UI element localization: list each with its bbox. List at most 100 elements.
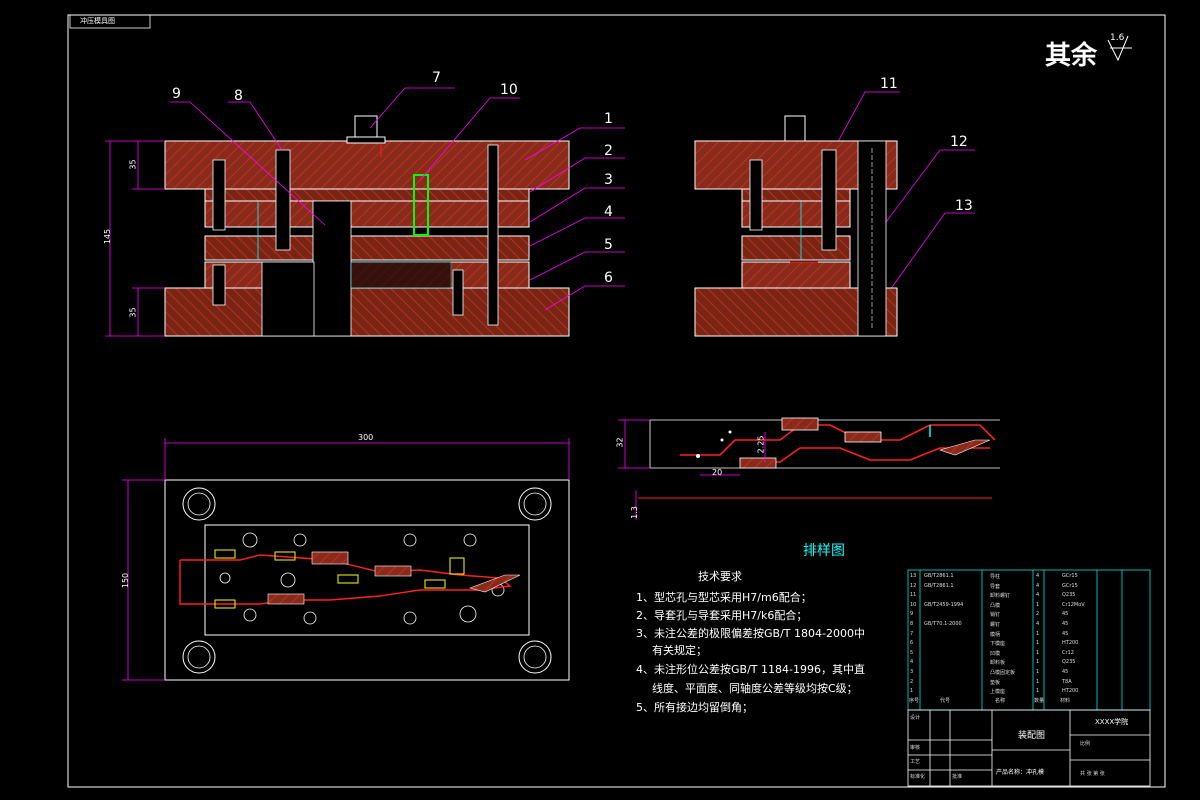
punch-holder (204, 200, 530, 228)
tech-requirement-5: 5、所有接边均留倒角； (636, 701, 753, 714)
stripper-plate (204, 235, 530, 261)
parts-row-name: 凹模 (990, 650, 1001, 657)
part-number-8: 8 (234, 88, 243, 104)
parts-row-mat: 45 (1062, 630, 1069, 637)
surface-roughness-label: 其余 (1045, 41, 1098, 71)
parts-row-qty: 1 (1036, 640, 1040, 647)
strip-layout-title: 排样图 (803, 543, 845, 559)
parts-header-code: 代号 (940, 698, 951, 704)
strip-dimensions (618, 419, 766, 520)
parts-row-code: GB/T2459-1994 (924, 601, 964, 608)
parts-row-no: 10 (910, 601, 917, 608)
parts-row-qty: 4 (1036, 573, 1040, 579)
side-section-view (694, 115, 898, 337)
sign-design: 设计 (910, 715, 921, 721)
leaders (170, 87, 975, 311)
part-number-12: 12 (950, 134, 968, 150)
plan-view (164, 479, 570, 681)
part-number-2: 2 (604, 143, 613, 159)
tech-requirement-3-cont: 有关规定； (652, 644, 707, 657)
part-number-10: 10 (500, 82, 518, 98)
parts-row-no: 2 (910, 678, 914, 685)
parts-row-mat: 45 (1062, 621, 1069, 627)
dim-total-height: 145 (103, 228, 113, 245)
dim-top-thickness: 35 (128, 159, 138, 170)
parts-row-no: 5 (910, 649, 914, 656)
stamp-box (69, 14, 151, 29)
parts-row-qty: 4 (1036, 592, 1040, 599)
parts-header-mat: 材料 (1060, 698, 1071, 704)
front-dimensions (105, 140, 165, 337)
parts-row-no: 11 (910, 592, 917, 599)
parts-header-no: 序号 (909, 698, 920, 704)
parts-row-qty: 4 (1036, 621, 1040, 627)
parts-row-mat: GCr15 (1062, 573, 1078, 579)
part-number-1: 1 (604, 111, 613, 127)
dim-plan-height: 150 (121, 572, 131, 589)
parts-row-name: 卸料板 (990, 660, 1006, 667)
drawing-name: 装配图 (1018, 731, 1046, 741)
sign-process: 工艺 (910, 759, 921, 765)
tech-requirement-3: 3、未注公差的极限偏差按GB/T 1804-2000中 (636, 627, 865, 640)
parts-row-qty: 1 (1036, 601, 1040, 608)
parts-row-no: 6 (910, 640, 914, 647)
parts-row-name: 下模座 (990, 641, 1006, 648)
dim-feed-gap: 2.25 (756, 435, 766, 454)
dim-strip-width: 32 (615, 437, 625, 448)
parts-row-name: 销钉 (990, 612, 1001, 619)
company-name: XXXX学院 (1095, 718, 1129, 726)
parts-row-mat: Cr12MoV (1062, 601, 1085, 608)
parts-row-mat: HT200 (1062, 688, 1079, 695)
parts-row-no: 12 (910, 582, 917, 589)
parts-row-no: 13 (910, 573, 917, 579)
part-number-13: 13 (955, 198, 973, 214)
parts-row-qty: 1 (1036, 630, 1040, 637)
parts-row-qty: 4 (1036, 582, 1040, 589)
parts-row-mat: Cr12 (1062, 649, 1074, 656)
parts-row-mat: Q235 (1062, 659, 1076, 666)
parts-row-name: 凸模 (990, 602, 1001, 609)
dim-bottom-thickness: 35 (128, 307, 138, 318)
parts-row-name: 上模座 (990, 689, 1006, 696)
parts-row-mat: T8A (1062, 678, 1072, 685)
front-section-view (164, 115, 570, 337)
tech-requirement-1: 1、型芯孔与型芯采用H7/m6配合； (636, 591, 812, 604)
tech-requirement-2: 2、导套孔与导套采用H7/k6配合； (636, 609, 808, 622)
parts-header-name: 名称 (995, 698, 1006, 704)
parts-row-code: GB/T70.1-2000 (924, 621, 962, 627)
backing-plate (204, 188, 530, 202)
part-number-6: 6 (604, 270, 613, 286)
parts-row-mat: 45 (1062, 611, 1069, 618)
part-number-11: 11 (880, 76, 898, 92)
parts-row-name: 凸模固定板 (990, 670, 1016, 676)
tech-requirements-title: 技术要求 (698, 570, 742, 583)
parts-row-code: GB/T2861.1 (924, 573, 954, 579)
parts-row-mat: 45 (1062, 669, 1069, 675)
parts-row-qty: 2 (1036, 611, 1040, 618)
parts-row-name: 卸料螺钉 (990, 593, 1011, 600)
parts-row-no: 1 (910, 688, 914, 695)
parts-row-qty: 1 (1036, 669, 1040, 675)
parts-row-name: 螺钉 (990, 622, 1001, 628)
parts-row-no: 7 (910, 630, 914, 637)
sign-standard: 标准化 (910, 774, 926, 780)
parts-row-no: 3 (910, 669, 914, 675)
parts-row-mat: GCr15 (1062, 582, 1078, 589)
title-block-main (907, 709, 1151, 787)
product-name: 产品名称：冲孔模 (996, 769, 1045, 776)
sheet-label: 共 张 第 张 (1080, 771, 1105, 777)
parts-row-no: 9 (910, 611, 914, 618)
tech-requirement-4: 4、未注形位公差按GB/T 1184-1996，其中直 (636, 663, 865, 676)
parts-row-mat: Q235 (1062, 592, 1076, 599)
part-number-7: 7 (432, 70, 441, 86)
punch-highlight (413, 174, 429, 236)
dim-bottom-gap: 1.3 (629, 506, 639, 519)
parts-row-no: 4 (910, 659, 914, 666)
scale-label: 比例 (1080, 741, 1091, 747)
part-number-4: 4 (604, 204, 613, 220)
parts-row-code: GB/T2861.1 (924, 582, 954, 589)
tech-requirement-4-cont: 线度、平面度、同轴度公差等级均按C级； (652, 682, 858, 695)
parts-row-name: 导柱 (990, 574, 1001, 580)
plan-dimensions (122, 438, 570, 681)
